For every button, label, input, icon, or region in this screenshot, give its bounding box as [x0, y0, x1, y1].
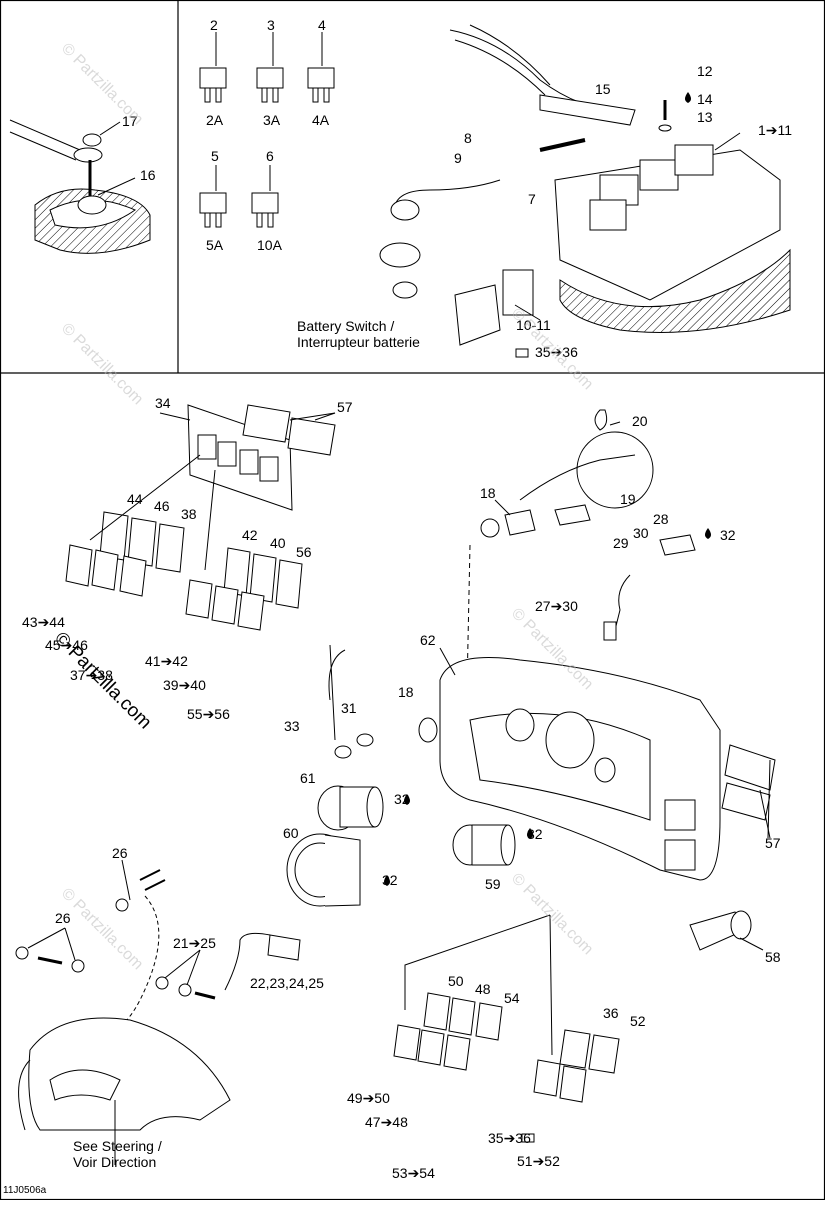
callout-label: 16: [140, 167, 156, 183]
callout-label: 58: [765, 949, 781, 965]
callout-label: 57: [337, 399, 353, 415]
callout-label: 57: [765, 835, 781, 851]
callout-label: 15: [595, 81, 611, 97]
battery-icon: [521, 1133, 535, 1143]
callout-label: 32: [527, 826, 543, 842]
callout-numbers: 17 16 15 89 7 12 14 13 1➔11 10-11 35➔36 34 57 44 46 38 4…: [22, 63, 792, 1181]
callout-label: 32: [394, 791, 410, 807]
callout-label: 61: [300, 770, 316, 786]
callout-label: 27➔30: [535, 598, 578, 614]
leader-lines: [27, 412, 771, 986]
callout-label: 44: [127, 491, 143, 507]
callout-label: 51➔52: [517, 1153, 560, 1169]
callout-label: 18: [480, 485, 496, 501]
callout-label: 62: [420, 632, 436, 648]
callout-label: 38: [181, 506, 197, 522]
fuse-icons: [199, 32, 335, 228]
svg-text:4: 4: [318, 17, 326, 33]
ground-stud-assembly: [9, 119, 151, 254]
callout-labels: 2 3 4 2A 3A 4A 5 6 5A 10A: [206, 17, 711, 1143]
callout-label: 36: [603, 1005, 619, 1021]
drop-icon: [685, 92, 691, 103]
callout-label: 10-11: [516, 317, 551, 333]
fuse-box-assembly: [379, 24, 791, 346]
callout-label: 22,23,24,25: [250, 975, 324, 991]
svg-text:6: 6: [266, 148, 274, 164]
callout-label: 30: [633, 525, 649, 541]
callout-label: 9: [454, 150, 462, 166]
callout-label: 29: [613, 535, 629, 551]
callout-label: 53➔54: [392, 1165, 435, 1181]
callout-label: 59: [485, 876, 501, 892]
callout-label: 32: [720, 527, 736, 543]
callout-label: 41➔42: [145, 653, 188, 669]
callout-label: 12: [697, 63, 713, 79]
battery-icon: [515, 348, 529, 358]
callout-label: 55➔56: [187, 706, 230, 722]
svg-text:3A: 3A: [263, 112, 281, 128]
callout-label: 33: [284, 718, 300, 734]
callout-label: 20: [632, 413, 648, 429]
svg-text:2A: 2A: [206, 112, 224, 128]
drop-icon: [527, 828, 533, 839]
callout-label: 48: [475, 981, 491, 997]
steering-caption-line2: Voir Direction: [73, 1154, 157, 1170]
callout-label: 43➔44: [22, 614, 65, 630]
battery-switch-caption-line1: Battery Switch /: [297, 318, 395, 334]
callout-label: 7: [528, 191, 536, 207]
callout-label: 52: [630, 1013, 646, 1029]
drop-icon: [705, 528, 711, 539]
callout-label: 17: [122, 113, 138, 129]
svg-text:5: 5: [211, 148, 219, 164]
callout-label: 47➔48: [365, 1114, 408, 1130]
callout-label: 54: [504, 990, 520, 1006]
callout-label: 8: [464, 130, 472, 146]
callout-label: 28: [653, 511, 669, 527]
callout-label: 14: [697, 91, 713, 107]
callout-label: 26: [112, 845, 128, 861]
callout-label: 34: [155, 395, 171, 411]
bottom-switch-groups: [393, 910, 752, 1103]
callout-label: 37➔38: [70, 667, 113, 683]
svg-text:3: 3: [267, 17, 275, 33]
steering-caption-line1: See Steering /: [73, 1138, 162, 1154]
drop-icon: [404, 794, 410, 805]
callout-label: 56: [296, 544, 312, 560]
callout-label: 1➔11: [758, 122, 792, 138]
callout-label: 19: [620, 491, 636, 507]
callout-label: 32: [382, 872, 398, 888]
callout-label: 60: [283, 825, 299, 841]
callout-label: 26: [55, 910, 71, 926]
gauges: [286, 644, 516, 907]
callout-label: 18: [398, 684, 414, 700]
svg-text:2: 2: [210, 17, 218, 33]
drop-icon: [384, 875, 390, 886]
battery-switch-caption-line2: Interrupteur batterie: [297, 334, 420, 350]
callout-label: 13: [697, 109, 713, 125]
callout-label: 21➔25: [173, 935, 216, 951]
dashboard-panel: [439, 657, 776, 881]
axle-and-sensors: [15, 869, 301, 1165]
callout-label: 40: [270, 535, 286, 551]
svg-text:4A: 4A: [312, 112, 330, 128]
callout-label: 45➔46: [45, 637, 88, 653]
callout-label: 46: [154, 498, 170, 514]
callout-label: 42: [242, 527, 258, 543]
switch-panel: [65, 404, 336, 631]
callout-label: 35➔36: [535, 344, 578, 360]
callout-label: 35➔36: [488, 1130, 531, 1146]
callout-label: 31: [341, 700, 357, 716]
callout-label: 50: [448, 973, 464, 989]
svg-text:10A: 10A: [257, 237, 283, 253]
figure-code: 11J0506a: [3, 1185, 47, 1196]
svg-text:5A: 5A: [206, 237, 224, 253]
callout-label: 49➔50: [347, 1090, 390, 1106]
callout-label: 39➔40: [163, 677, 206, 693]
